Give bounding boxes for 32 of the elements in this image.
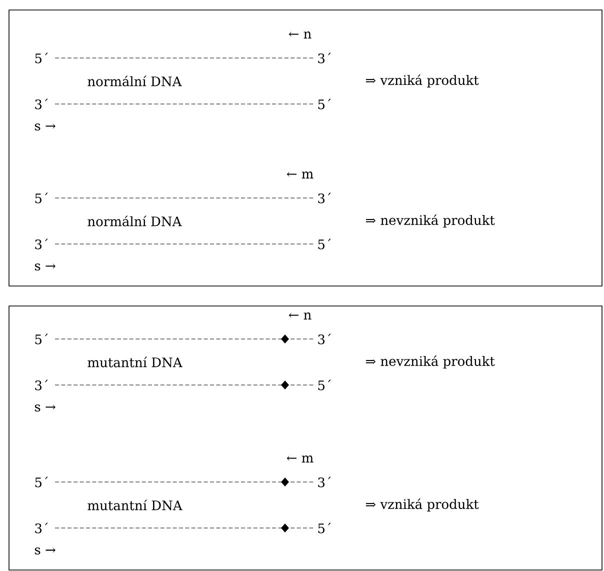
strand-end-label: 5´ bbox=[316, 98, 333, 110]
primer-arrow-label: ← n bbox=[287, 30, 313, 40]
result-label: ⇒ vzniká produkt bbox=[364, 497, 480, 513]
dna-label: normální DNA bbox=[86, 74, 183, 88]
strand-end-label: 5´ bbox=[316, 522, 333, 534]
primer-arrow-label: ← m bbox=[285, 454, 315, 464]
strand-end-label: 3´ bbox=[33, 378, 50, 392]
result-label: ⇒ nevzniká produkt bbox=[364, 213, 496, 229]
dna-label: mutantní DNA bbox=[86, 498, 184, 512]
strand-end-label: 3´ bbox=[316, 476, 333, 488]
dna-label: mutantní DNA bbox=[86, 356, 184, 368]
strand-end-label: 3´ bbox=[316, 52, 333, 64]
strand-end-label: 5´ bbox=[316, 238, 333, 250]
primer-arrow-label: s → bbox=[33, 262, 57, 272]
result-label: ⇒ vzniká produkt bbox=[364, 73, 480, 89]
strand-end-label: 5´ bbox=[33, 332, 50, 346]
strand-end-label: 3´ bbox=[33, 238, 50, 250]
primer-arrow-label: ← m bbox=[285, 170, 315, 180]
strand-end-label: 3´ bbox=[33, 98, 50, 110]
primer-arrow-label: s → bbox=[33, 546, 57, 556]
strand-end-label: 3´ bbox=[316, 332, 333, 346]
primer-arrow-label: s → bbox=[33, 122, 57, 132]
strand-end-label: 5´ bbox=[33, 192, 50, 204]
dna-label: normální DNA bbox=[86, 214, 183, 228]
strand-end-label: 5´ bbox=[33, 52, 50, 64]
strand-end-label: 3´ bbox=[33, 522, 50, 534]
result-label: ⇒ nevzniká produkt bbox=[364, 354, 496, 370]
strand-end-label: 5´ bbox=[316, 378, 333, 392]
primer-arrow-label: s → bbox=[33, 403, 57, 413]
strand-end-label: 5´ bbox=[33, 476, 50, 488]
primer-arrow-label: ← n bbox=[287, 312, 313, 320]
strand-end-label: 3´ bbox=[316, 192, 333, 204]
